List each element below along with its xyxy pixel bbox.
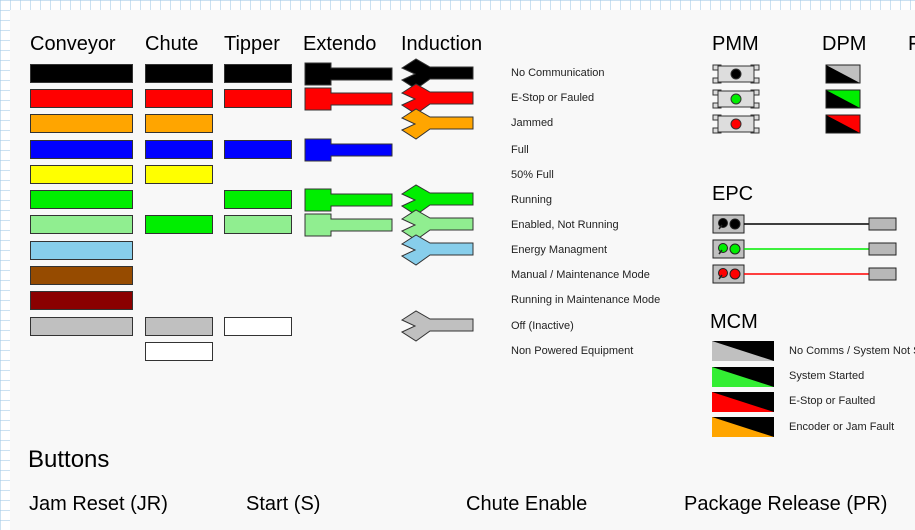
pmm-icon-green	[712, 89, 760, 109]
legend-label: Manual / Maintenance Mode	[511, 269, 650, 281]
chute-swatch-half-full	[145, 165, 213, 184]
mcm-icon-red	[712, 392, 774, 412]
legend-label: No Communication	[511, 67, 605, 79]
conveyor-swatch-manual	[30, 266, 133, 285]
induction-icon-jammed	[401, 108, 474, 140]
header-tipper: Tipper	[224, 33, 280, 55]
mcm-label: Encoder or Jam Fault	[789, 421, 895, 433]
induction-icon-no-communication	[401, 58, 474, 90]
chute-swatch-jammed	[145, 114, 213, 133]
extendo-icon-estop	[304, 87, 393, 111]
chute-swatch-no-communication	[145, 64, 213, 83]
conveyor-swatch-jammed	[30, 114, 133, 133]
induction-icon-off	[401, 310, 474, 342]
chute-swatch-non-powered	[145, 342, 213, 361]
conveyor-swatch-no-communication	[30, 64, 133, 83]
mcm-title: MCM	[710, 311, 758, 333]
induction-icon-enabled	[401, 209, 474, 241]
header-pmm: PMM	[712, 33, 759, 55]
chute-swatch-enabled	[145, 215, 213, 234]
epc-title: EPC	[712, 183, 754, 205]
legend-label: Jammed	[511, 117, 554, 129]
legend-label: Running in Maintenance Mode	[511, 294, 661, 306]
chute-swatch-full	[145, 140, 213, 159]
conveyor-swatch-half-full	[30, 165, 133, 184]
legend-label: 50% Full	[511, 169, 554, 181]
tipper-swatch-enabled	[224, 215, 292, 234]
legend-label: E-Stop or Fauled	[511, 92, 595, 104]
extendo-icon-running	[304, 188, 393, 212]
legend-label: Off (Inactive)	[511, 320, 574, 332]
epc-icon-red	[712, 264, 897, 284]
induction-icon-running	[401, 184, 474, 216]
tipper-swatch-off	[224, 317, 292, 336]
induction-icon-energy	[401, 234, 474, 266]
chute-swatch-estop	[145, 89, 213, 108]
header-extendo: Extendo	[303, 33, 377, 55]
epc-icon-black	[712, 214, 897, 234]
tipper-swatch-running	[224, 190, 292, 209]
mcm-label: System Started	[789, 370, 865, 382]
button-label-start: Start (S)	[246, 493, 321, 515]
conveyor-swatch-running	[30, 190, 133, 209]
mcm-icon-green	[712, 367, 774, 387]
conveyor-swatch-maintenance-running	[30, 291, 133, 310]
mcm-icon-orange	[712, 417, 774, 437]
mcm-label: E-Stop or Faulted	[789, 395, 876, 407]
header-dpm: DPM	[822, 33, 867, 55]
mcm-icon-gray	[712, 341, 774, 361]
conveyor-swatch-off	[30, 317, 133, 336]
conveyor-swatch-estop	[30, 89, 133, 108]
tipper-swatch-full	[224, 140, 292, 159]
pmm-icon-black	[712, 64, 760, 84]
header-induction: Induction	[401, 33, 483, 55]
induction-icon-estop	[401, 83, 474, 115]
dpm-icon-green	[825, 89, 861, 109]
extendo-icon-enabled	[304, 213, 393, 237]
epc-icon-green	[712, 239, 897, 259]
header-conveyor: Conveyor	[30, 33, 116, 55]
legend-label: Energy Managment	[511, 244, 607, 256]
dpm-icon-red	[825, 114, 861, 134]
conveyor-swatch-energy	[30, 241, 133, 260]
legend-label: Full	[511, 144, 529, 156]
legend-label: Running	[511, 194, 552, 206]
button-label-package-release: Package Release (PR)	[684, 493, 888, 515]
legend-label: Enabled, Not Running	[511, 219, 619, 231]
header-chute: Chute	[145, 33, 199, 55]
tipper-swatch-estop	[224, 89, 292, 108]
dpm-icon-gray	[825, 64, 861, 84]
tipper-swatch-no-communication	[224, 64, 292, 83]
extendo-icon-no-communication	[304, 62, 393, 86]
conveyor-swatch-full	[30, 140, 133, 159]
pmm-icon-red	[712, 114, 760, 134]
buttons-title: Buttons	[28, 446, 110, 473]
header-cut-off: F	[908, 33, 915, 55]
legend-label: Non Powered Equipment	[511, 345, 634, 357]
button-label-jam-reset: Jam Reset (JR)	[29, 493, 168, 515]
extendo-icon-full	[304, 138, 393, 162]
button-label-chute-enable: Chute Enable	[466, 493, 588, 515]
conveyor-swatch-enabled	[30, 215, 133, 234]
mcm-label: No Comms / System Not St	[789, 345, 915, 357]
chute-swatch-off	[145, 317, 213, 336]
